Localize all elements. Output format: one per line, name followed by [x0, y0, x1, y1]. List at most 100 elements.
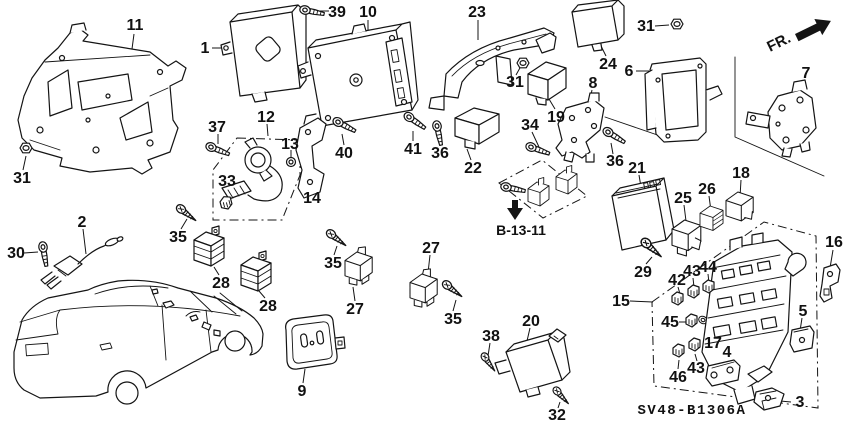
part-35-screw-c: [440, 278, 465, 301]
callout-38: 38: [482, 328, 500, 345]
callout-18: 18: [732, 165, 750, 182]
car-outline: [13, 279, 264, 405]
callout-26: 26: [698, 181, 716, 198]
part-27-relay-b: [409, 268, 438, 308]
callout-31: 31: [13, 170, 31, 187]
callout-37: 37: [208, 119, 226, 136]
part-14-bracket: [295, 113, 327, 199]
callout-36: 36: [606, 153, 624, 170]
callout-42: 42: [668, 272, 686, 289]
callout-14: 14: [303, 190, 321, 207]
part-42-fuse: [671, 291, 684, 306]
callout-19: 19: [547, 109, 565, 126]
part-2-cable-unit: [40, 236, 124, 290]
callout-43: 43: [683, 263, 701, 280]
callout-41: 41: [404, 141, 422, 158]
callout-11: 11: [127, 17, 144, 34]
fr-arrow-icon: [795, 18, 831, 42]
part-9-module: [285, 314, 346, 370]
callout-28: 28: [259, 298, 277, 315]
fr-direction-indicator: FR.: [764, 18, 831, 56]
part-25-relay: [671, 219, 702, 257]
b-13-11-insert: [499, 165, 578, 220]
callout-39: 39: [328, 4, 346, 21]
diagram-code: SV48-B1306A: [638, 403, 747, 419]
callout-27: 27: [346, 301, 364, 318]
part-26-relay: [699, 205, 724, 231]
callout-2: 2: [78, 214, 87, 231]
insert-ref-label: B-13-11: [496, 222, 546, 238]
callout-40: 40: [335, 145, 353, 162]
part-41-bolt: [401, 109, 428, 133]
callout-32: 32: [548, 407, 566, 424]
part-32-screw: [550, 384, 572, 407]
part-43-fuse-b: [688, 337, 701, 352]
part-12-sensor-assembly: [221, 137, 283, 202]
part-8-bracket: [555, 92, 605, 163]
callout-15: 15: [612, 293, 630, 310]
part-18-relay: [725, 191, 754, 222]
part-28-relay-a: [193, 225, 225, 267]
part-36-bolt-b: [600, 125, 628, 147]
callout-4: 4: [723, 344, 732, 361]
part-6-bracket: [644, 57, 723, 143]
callout-30: 30: [7, 245, 25, 262]
part-44-fuse: [702, 279, 715, 294]
callout-13: 13: [281, 136, 299, 153]
part-31-nut-a: [670, 18, 684, 30]
part-43-fuse-a: [687, 284, 700, 299]
callout-34: 34: [521, 117, 539, 134]
part-28-relay-b: [240, 250, 272, 292]
callout-6: 6: [625, 63, 634, 80]
part-4-bracket: [705, 359, 741, 387]
part-23-bracket: [428, 27, 557, 111]
part-35-screw-b: [324, 227, 349, 250]
part-13-grommet: [285, 156, 297, 168]
callout-28: 28: [212, 275, 230, 292]
fr-label: FR.: [764, 30, 793, 56]
callout-27: 27: [422, 240, 440, 257]
part-20-module: [494, 328, 571, 398]
part-31-nut-c: [19, 142, 33, 154]
callout-10: 10: [359, 4, 377, 21]
callout-29: 29: [634, 264, 652, 281]
part-46-fuse: [672, 343, 685, 358]
callout-45: 45: [661, 314, 679, 331]
part-3-bracket: [753, 387, 785, 411]
callout-36: 36: [431, 145, 449, 162]
callout-31: 31: [637, 18, 655, 35]
part-19-relay: [527, 61, 567, 106]
callout-31: 31: [506, 74, 524, 91]
callout-21: 21: [628, 160, 646, 177]
callout-35: 35: [324, 255, 342, 272]
part-27-relay-a: [344, 246, 373, 286]
part-21-module: [611, 177, 675, 251]
region-b-13-11: [498, 159, 588, 219]
part-16-bracket: [819, 263, 841, 303]
callout-20: 20: [522, 313, 540, 330]
callout-7: 7: [802, 65, 811, 82]
callout-5: 5: [799, 303, 808, 320]
part-1-control-module: [220, 4, 307, 103]
callout-24: 24: [599, 56, 617, 73]
part-15-fuse-box: [701, 232, 807, 405]
part-7-sensor-bracket: [745, 79, 817, 158]
part-45-fuse: [685, 313, 698, 328]
callout-25: 25: [674, 190, 692, 207]
down-arrow-icon: [507, 200, 523, 220]
part-31-nut-b: [516, 57, 530, 69]
callout-43: 43: [687, 360, 705, 377]
callout-23: 23: [468, 4, 486, 21]
callout-12: 12: [257, 109, 275, 126]
part-10-ecu: [297, 21, 419, 127]
callout-22: 22: [464, 160, 482, 177]
part-30-bolt: [37, 240, 52, 268]
callout-33: 33: [218, 173, 236, 190]
callout-46: 46: [669, 369, 687, 386]
region-part15: [651, 221, 819, 409]
callout-16: 16: [825, 234, 843, 251]
part-11-bracket: [17, 22, 187, 175]
callout-35: 35: [444, 311, 462, 328]
callout-9: 9: [298, 383, 307, 400]
